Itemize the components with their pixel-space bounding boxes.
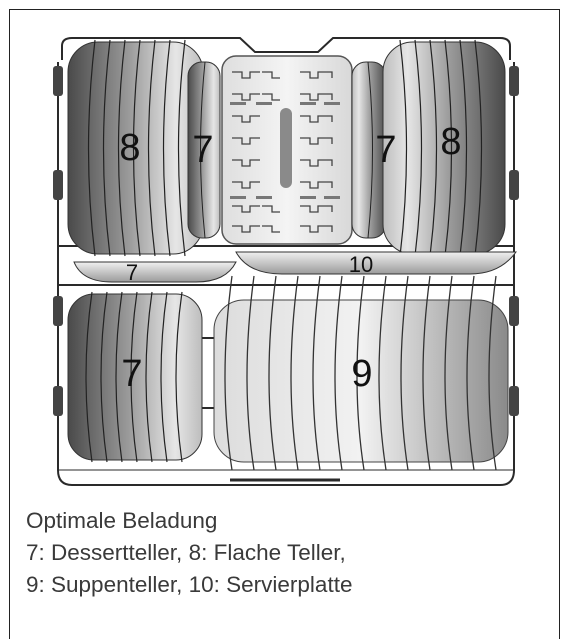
caption: Optimale Beladung 7: Dessertteller, 8: F… <box>26 505 352 601</box>
caption-title: Optimale Beladung <box>26 505 352 537</box>
label-middle-right: 10 <box>349 252 373 277</box>
cutlery-basket <box>222 56 352 244</box>
label-top-right-inner: 7 <box>375 129 396 171</box>
label-top-right-outer: 8 <box>440 121 461 163</box>
label-middle-left: 7 <box>126 260 138 285</box>
caption-line-1: 7: Dessertteller, 8: Flache Teller, <box>26 537 352 569</box>
serving-platter <box>236 252 516 274</box>
middle-dessert-plate-flat <box>74 262 236 282</box>
label-top-left-inner: 7 <box>192 129 213 171</box>
label-top-left-outer: 8 <box>119 127 140 169</box>
dishwasher-rack-diagram: 8 7 7 8 7 10 7 9 <box>0 0 569 500</box>
caption-line-2: 9: Suppenteller, 10: Servierplatte <box>26 569 352 601</box>
label-bottom-right: 9 <box>351 353 372 395</box>
label-bottom-left: 7 <box>121 353 142 395</box>
